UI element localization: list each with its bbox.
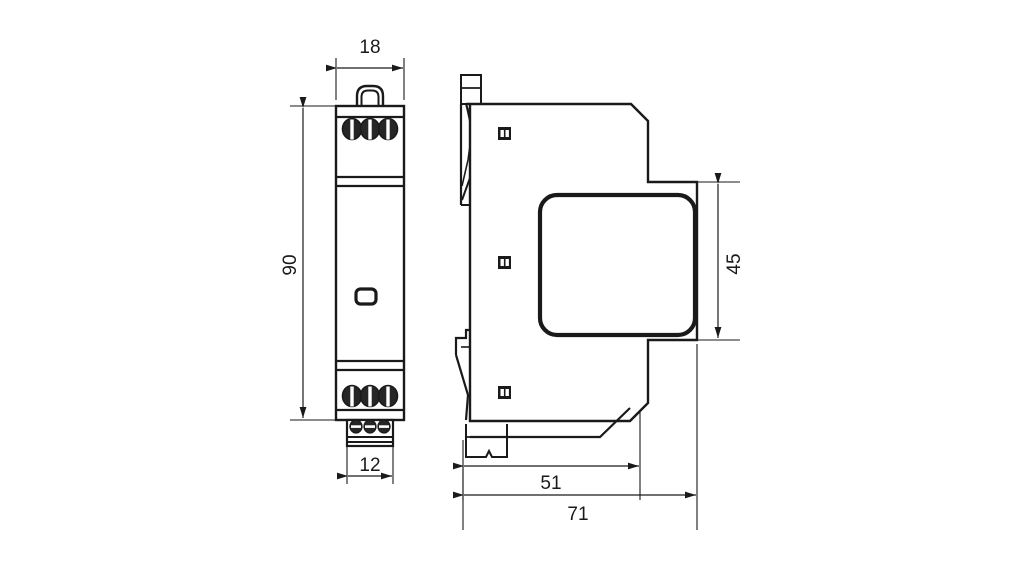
terminal-screw bbox=[341, 117, 363, 141]
side-bottom-slope bbox=[470, 407, 631, 439]
terminal-screw bbox=[359, 384, 381, 408]
front-seam-lines bbox=[336, 115, 404, 412]
front-body-outline bbox=[334, 104, 406, 422]
clip-lower-spring bbox=[454, 354, 470, 421]
top-arch-handle bbox=[355, 84, 385, 106]
side-body-panel bbox=[537, 192, 698, 338]
top-terminal-screws bbox=[341, 117, 399, 141]
dimension-label-12: 12 bbox=[359, 455, 380, 476]
dimension-label-71: 71 bbox=[567, 504, 588, 525]
small-terminal-screw bbox=[349, 419, 363, 434]
dimension-label-45: 45 bbox=[724, 253, 745, 274]
terminal-marker bbox=[498, 127, 511, 140]
dimension-height-total: 90 bbox=[280, 97, 344, 421]
bottom-terminal-screws bbox=[341, 384, 399, 408]
terminal-screw bbox=[377, 384, 399, 408]
clip-recess-step bbox=[454, 328, 470, 355]
din-rail-release-tab bbox=[465, 424, 508, 458]
terminal-screw bbox=[377, 117, 399, 141]
din-rail-clip-top bbox=[460, 74, 482, 105]
dimension-width-bottom: 12 bbox=[337, 446, 394, 484]
terminal-screw bbox=[341, 384, 363, 408]
side-view bbox=[454, 74, 699, 458]
dimension-depth-body: 45 bbox=[693, 173, 745, 341]
bottom-narrow-terminal bbox=[345, 418, 395, 448]
status-window-icon bbox=[354, 287, 378, 306]
small-terminal-screw bbox=[363, 419, 377, 434]
dimension-label-90: 90 bbox=[280, 254, 301, 275]
terminal-screw bbox=[359, 117, 381, 141]
dimension-width-top: 18 bbox=[326, 37, 405, 100]
small-terminal-screw bbox=[377, 419, 391, 434]
terminal-marker bbox=[498, 256, 511, 269]
dimension-label-51: 51 bbox=[540, 473, 561, 494]
terminal-marker bbox=[498, 386, 511, 399]
dimension-label-18: 18 bbox=[359, 37, 380, 58]
front-view bbox=[334, 84, 406, 448]
dimension-depth-71: 71 bbox=[453, 344, 698, 530]
